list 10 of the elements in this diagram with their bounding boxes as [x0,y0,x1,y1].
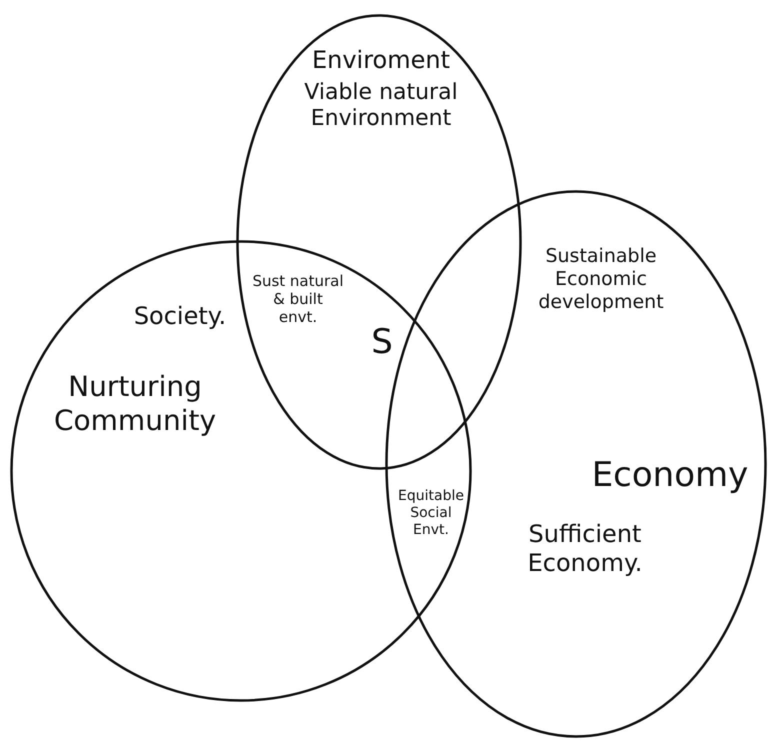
circle-description: Nurturing Community [52,370,218,438]
circle-description: Sufficient Economy. [526,520,644,578]
overlap-label: Equitable Social Envt. [397,488,465,538]
circle-heading: Enviroment [310,46,452,75]
circle-heading: Society. [132,302,228,331]
circle-description: Viable natural Environment [303,80,459,133]
circle-heading: Economy [590,455,750,496]
region-label: Sustainable Economic development [537,245,665,314]
center-label: S [370,322,394,363]
overlap-label: Sust natural & built envt. [252,272,344,326]
